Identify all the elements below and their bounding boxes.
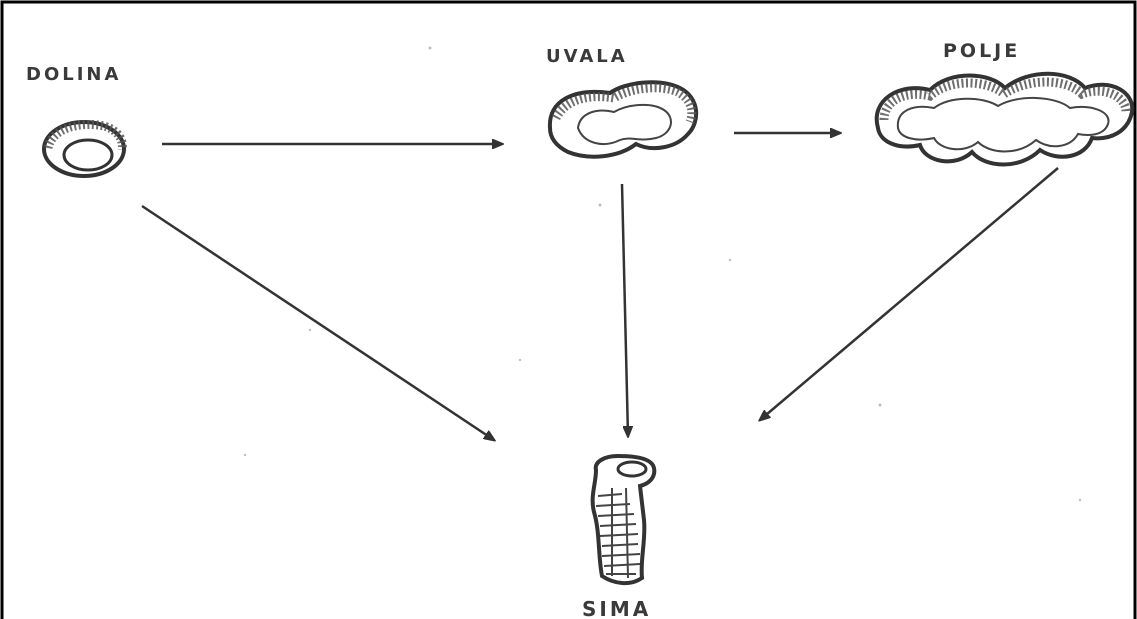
arrows [142,133,1058,440]
arrow-polje-to-sima [760,168,1058,420]
polje-depression-icon [877,74,1133,165]
arrow-dolina-to-sima [142,206,494,440]
sima-shaft-icon [593,456,655,583]
label-dolina: DOLINA [26,64,121,85]
label-polje: POLJE [943,40,1020,62]
label-sima: SIMA [582,597,651,619]
uvala-depression-icon [550,82,696,156]
arrow-uvala-to-sima [622,184,628,436]
label-uvala: UVALA [546,46,628,67]
dolina-depression-icon [44,122,124,176]
